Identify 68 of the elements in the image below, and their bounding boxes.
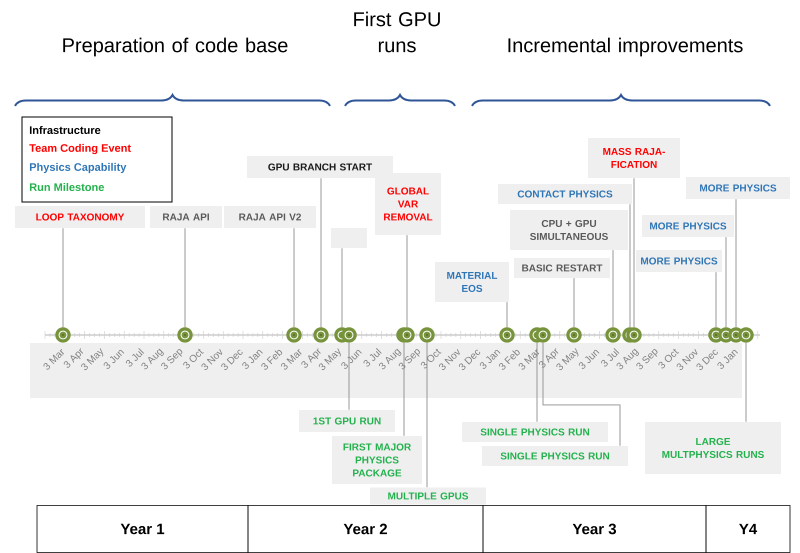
event-marker bbox=[499, 327, 515, 343]
year-cell: Year 1 bbox=[36, 505, 248, 553]
leader-line bbox=[406, 234, 408, 328]
event-label: LOOP TAXONOMY bbox=[15, 206, 145, 228]
legend-entry: Run Milestone bbox=[30, 182, 104, 192]
leader-line bbox=[542, 342, 620, 446]
leader-line bbox=[612, 250, 614, 328]
month-label: 3 Jun bbox=[341, 350, 362, 369]
event-label: MATERIAL EOS bbox=[435, 262, 509, 302]
event-marker bbox=[566, 327, 582, 343]
month-label: 3 Jun bbox=[578, 350, 600, 369]
event-label: MASS RAJA-FICATION bbox=[588, 138, 680, 178]
month-label: 3 Mar bbox=[43, 348, 64, 370]
month-label: 3 Feb bbox=[498, 350, 520, 370]
event-marker bbox=[55, 327, 71, 343]
month-label: 3 Dec bbox=[458, 350, 480, 370]
event-marker bbox=[286, 327, 302, 343]
event-marker bbox=[313, 327, 329, 343]
event-label: 1ST GPU RUN bbox=[299, 410, 395, 432]
section-title: Incremental improvements bbox=[508, 38, 743, 56]
section-title: Preparation of code base bbox=[63, 38, 288, 56]
event-marker bbox=[399, 327, 415, 343]
event-label: MULTIPLE GPUS bbox=[370, 487, 486, 504]
event-marker bbox=[605, 327, 621, 343]
year-cell: Year 3 bbox=[482, 505, 706, 553]
year-cell: Y4 bbox=[706, 505, 790, 553]
event-label: GPU BRANCH START bbox=[247, 156, 393, 178]
event-label: CONTACT PHYSICS bbox=[498, 184, 632, 204]
event-marker bbox=[419, 327, 435, 343]
event-label: BASIC RESTART bbox=[514, 258, 610, 278]
event-marker bbox=[535, 327, 551, 343]
leader-line bbox=[62, 228, 64, 328]
event-label: RAJA API V2 bbox=[224, 206, 316, 228]
month-label: 3 Mar bbox=[518, 348, 540, 370]
month-label: 3 Jan bbox=[717, 350, 738, 369]
month-label: 3 Dec bbox=[221, 350, 243, 370]
event-label: LARGE MULTPHYSICS RUNS bbox=[645, 422, 781, 474]
leader-line bbox=[320, 178, 322, 328]
leader-line bbox=[184, 228, 186, 328]
month-label: 3 Dec bbox=[696, 350, 718, 370]
event-label: MORE PHYSICS bbox=[636, 250, 722, 272]
month-label: 3 Jun bbox=[104, 350, 124, 369]
month-label: 3 Feb bbox=[261, 350, 282, 370]
leader-line bbox=[506, 302, 508, 328]
section-title: First GPU runs bbox=[354, 12, 440, 52]
event-box bbox=[331, 228, 367, 248]
event-label: MORE PHYSICS bbox=[686, 176, 790, 199]
event-label: SINGLE PHYSICS RUN bbox=[462, 422, 608, 442]
event-label: FIRST MAJOR PHYSICS PACKAGE bbox=[332, 436, 422, 484]
event-label: RAJA API bbox=[150, 206, 222, 228]
legend-entry: Infrastructure bbox=[30, 126, 100, 134]
event-label: CPU + GPU SIMULTANEOUS bbox=[510, 210, 628, 250]
month-label: 3 Jan bbox=[242, 350, 263, 369]
event-label: MORE PHYSICS bbox=[642, 214, 734, 237]
event-marker bbox=[341, 327, 357, 343]
month-label: 3 Jan bbox=[480, 350, 500, 369]
event-marker bbox=[177, 327, 193, 343]
legend-entry: Team Coding Event bbox=[29, 144, 131, 154]
leader-line bbox=[426, 342, 428, 488]
leader-line bbox=[348, 342, 350, 410]
event-label: SINGLE PHYSICS RUN bbox=[482, 446, 628, 466]
legend-entry: Physics Capability bbox=[30, 162, 126, 174]
month-label: 3 Mar bbox=[281, 348, 302, 370]
leader-line bbox=[536, 342, 538, 422]
event-label: GLOBAL VAR REMOVAL bbox=[375, 172, 441, 235]
event-marker bbox=[626, 327, 642, 343]
year-cell: Year 2 bbox=[248, 505, 484, 553]
event-marker bbox=[738, 327, 754, 343]
